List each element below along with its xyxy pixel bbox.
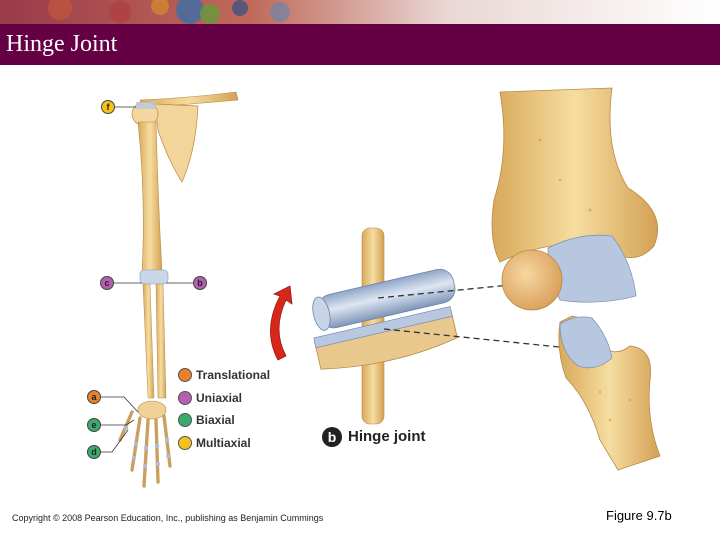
- legend-item-uniaxial: Uniaxial: [178, 390, 288, 406]
- legend-label: Multiaxial: [196, 435, 251, 451]
- legend-dot-yellow: [178, 436, 192, 450]
- elbow-closeup: [492, 88, 660, 470]
- panel-label: Hinge joint: [348, 427, 426, 447]
- legend-label: Uniaxial: [196, 390, 242, 406]
- legend-dot-green: [178, 413, 192, 427]
- legend-item-translational: Translational: [178, 367, 288, 383]
- legend-dot-orange: [178, 368, 192, 382]
- slide-title: Hinge Joint: [6, 30, 117, 58]
- legend-label: Biaxial: [196, 412, 235, 428]
- panel-letter-badge: b: [322, 427, 342, 447]
- legend-label: Translational: [196, 367, 270, 383]
- copyright-notice: Copyright © 2008 Pearson Education, Inc.…: [12, 513, 323, 523]
- callout-c: c: [100, 276, 114, 290]
- figure-reference: Figure 9.7b: [606, 508, 672, 523]
- title-bar: Hinge Joint: [0, 24, 720, 65]
- legend-dot-purple: [178, 391, 192, 405]
- callout-a: a: [87, 390, 101, 404]
- callout-f: f: [101, 100, 115, 114]
- top-banner-image: [0, 0, 720, 24]
- legend-item-biaxial: Biaxial: [178, 412, 288, 428]
- callout-d: d: [87, 445, 101, 459]
- callout-e: e: [87, 418, 101, 432]
- callout-b: b: [193, 276, 207, 290]
- legend-item-multiaxial: Multiaxial: [178, 435, 288, 451]
